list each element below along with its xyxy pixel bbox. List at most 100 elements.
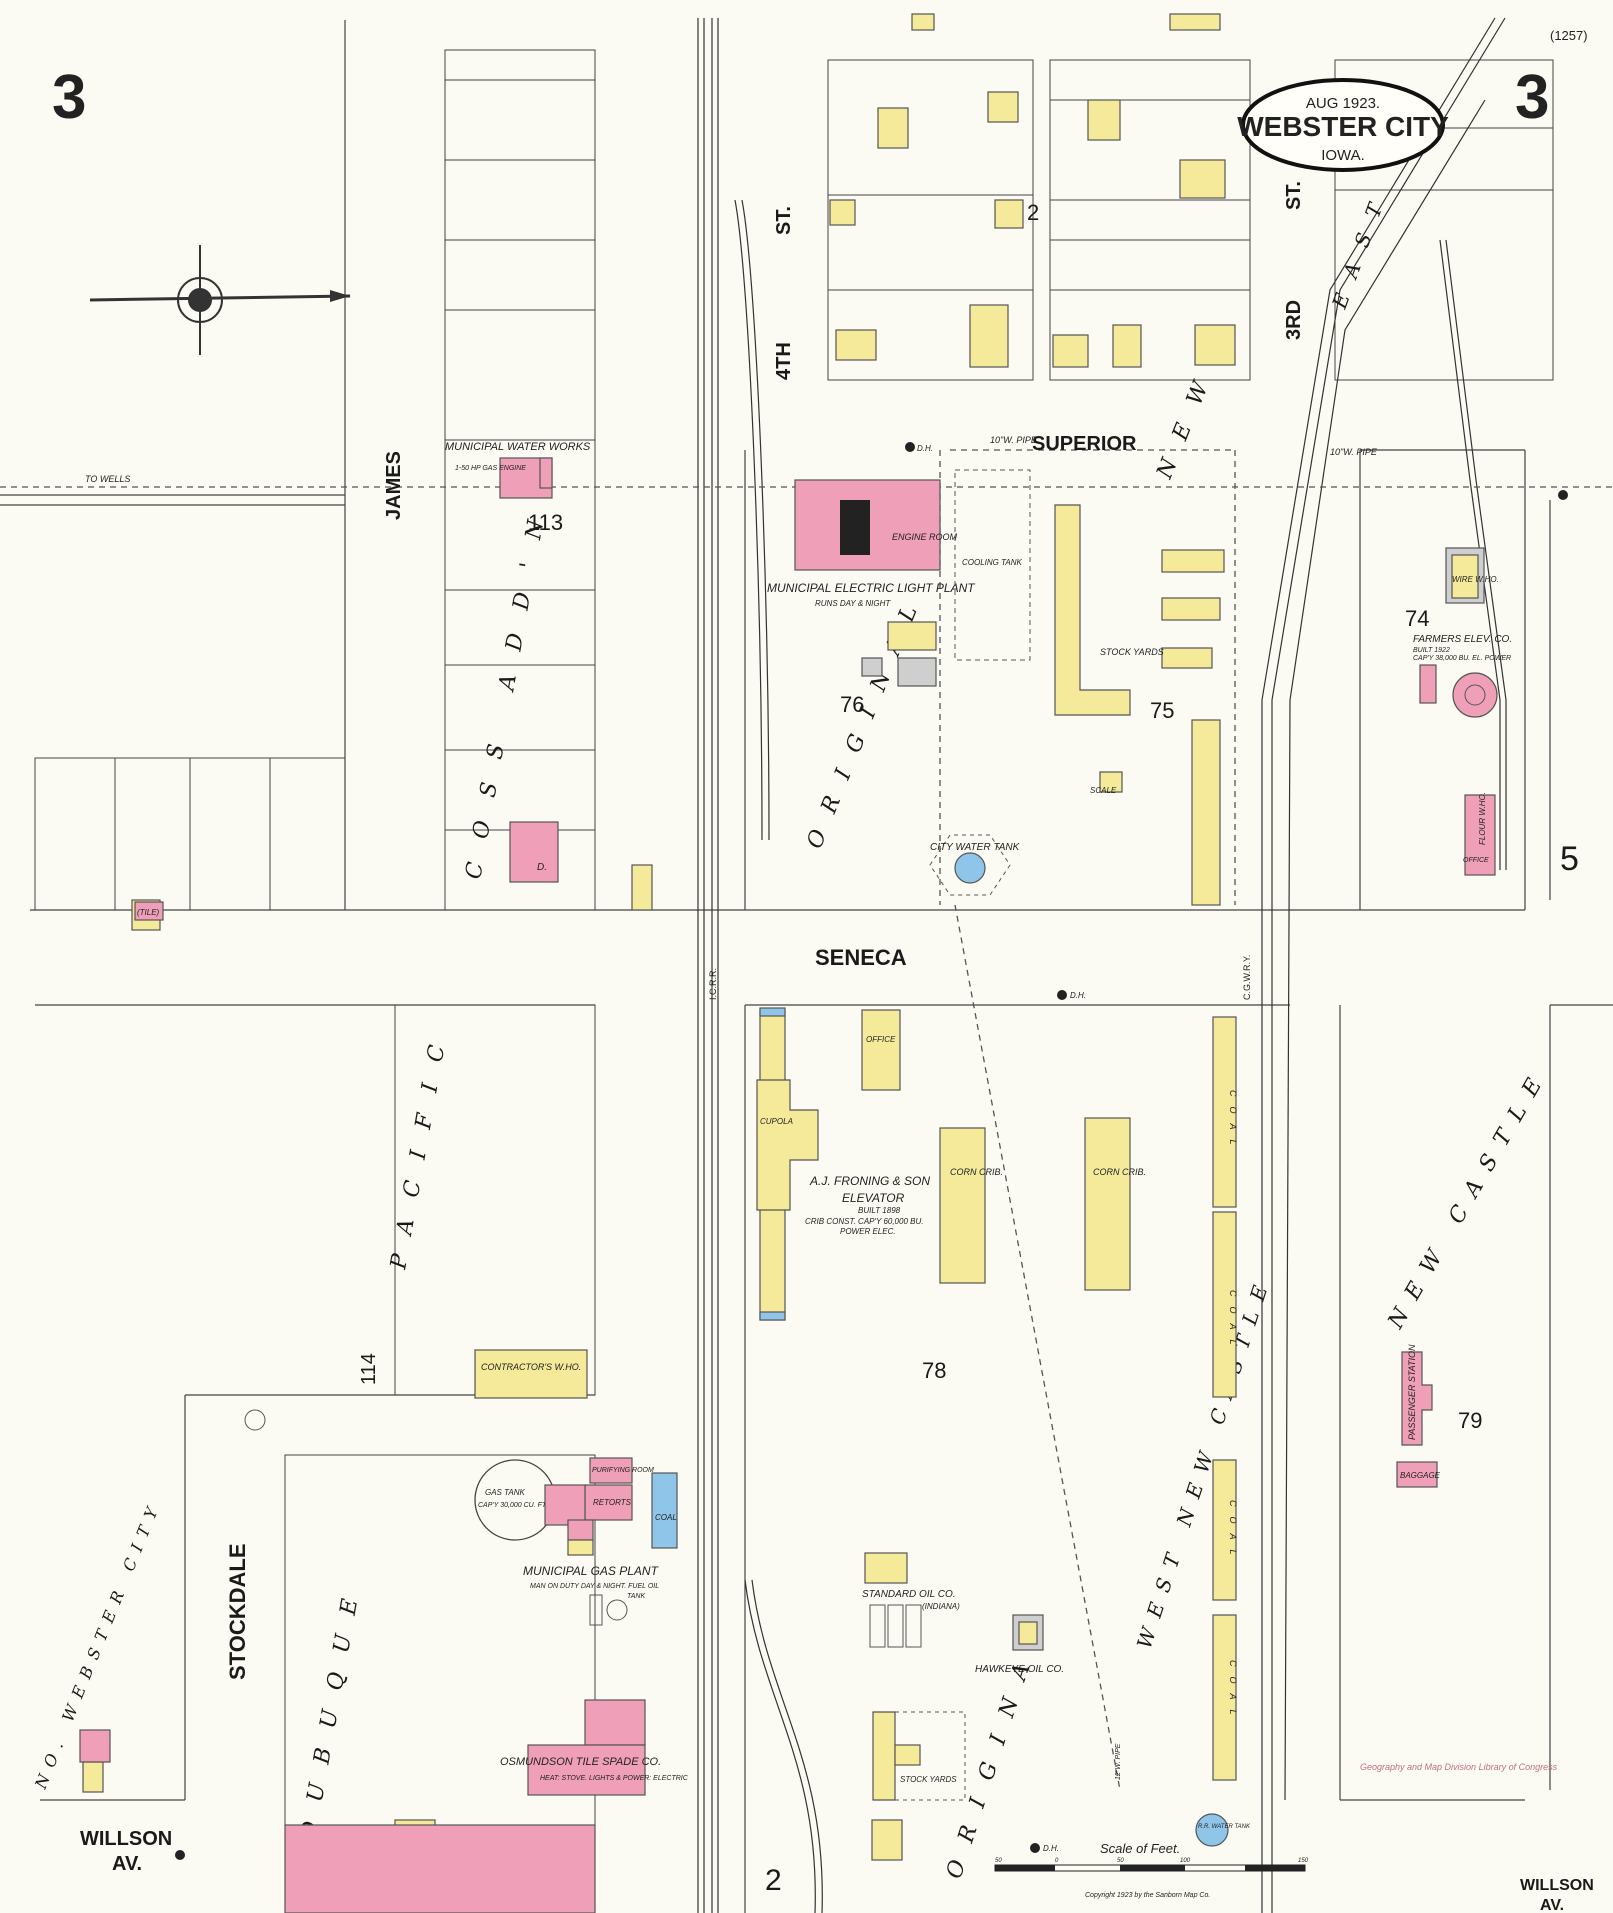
james-street-label: JAMES xyxy=(383,451,405,520)
coal-label: COAL xyxy=(1228,1290,1238,1355)
farmers-elev-sub: BUILT 1922 xyxy=(1413,647,1450,654)
cartouche-date: AUG 1923. xyxy=(1306,95,1380,112)
hydrant-markers: D.H. D.H. xyxy=(175,990,1086,1860)
block-number: 79 xyxy=(1458,1408,1482,1433)
sheet-number-left: 3 xyxy=(52,63,86,132)
scale-bar: Scale of Feet. 50 0 50 100 150 Copyright… xyxy=(994,1762,1558,1899)
coal-label: COAL xyxy=(1228,1500,1238,1565)
froning-label: A.J. FRONING & SON xyxy=(809,1174,930,1188)
corn-crib-label: CORN CRIB. xyxy=(1093,1167,1146,1177)
city-water-tank: CITY WATER TANK xyxy=(929,834,1021,896)
new-label: NEW xyxy=(1152,358,1222,483)
cupola-label: CUPOLA xyxy=(760,1117,793,1126)
pipe-label: 12"W. PIPE xyxy=(1115,1743,1122,1780)
froning-sub: POWER ELEC. xyxy=(840,1227,896,1236)
willson-street-label-right-suffix: AV. xyxy=(1540,1897,1564,1913)
coal-label: COAL xyxy=(1228,1660,1238,1725)
block-number: 114 xyxy=(358,1353,380,1385)
gas-plant: GAS TANK CAP'Y 30,000 CU. FT. PURIFYING … xyxy=(244,1409,678,1626)
electric-plant-label: MUNICIPAL ELECTRIC LIGHT PLANT xyxy=(767,581,976,595)
dubuque-label: DUBUQUE xyxy=(296,1577,367,1842)
scale-tick: 100 xyxy=(1180,1858,1191,1864)
city-water-tank-label: CITY WATER TANK xyxy=(930,842,1021,853)
farmers-elevator: WIRE W.HO. FARMERS ELEV. CO. BUILT 1922 … xyxy=(1413,490,1568,876)
coal-sheds: COAL COAL COAL COAL xyxy=(1212,1016,1238,1781)
sheet-id: (1257) xyxy=(1550,28,1588,43)
froning-label-2: ELEVATOR xyxy=(842,1191,905,1205)
sheet-number-right: 3 xyxy=(1515,63,1549,132)
block-number: 74 xyxy=(1405,606,1429,631)
gas-tank-label: GAS TANK xyxy=(485,1488,526,1497)
flour-wh-label: FLOUR W.HO. xyxy=(1478,792,1487,845)
library-stamp: Geography and Map Division Library of Co… xyxy=(1360,1762,1558,1772)
icrr-label: I.C.R.R. xyxy=(708,968,718,1000)
seneca-street-label: SENECA xyxy=(815,945,907,970)
office-small-label: OFFICE xyxy=(1463,857,1489,864)
dh-label: D.H. xyxy=(1043,1844,1059,1853)
contractors-label: CONTRACTOR'S W.HO. xyxy=(481,1362,581,1372)
willson-street-label-right: WILLSON xyxy=(1520,1877,1594,1894)
stock-yards-label: STOCK YARDS xyxy=(1100,647,1164,657)
fourth-street-label-b: ST. xyxy=(773,206,795,235)
compass-rose-icon xyxy=(89,245,351,355)
block-number: 75 xyxy=(1150,698,1174,723)
willson-street-label-left-suffix: AV. xyxy=(112,1853,142,1875)
scale-tick: 50 xyxy=(995,1858,1002,1864)
stock-yards-bottom: STOCK YARDS xyxy=(872,1711,966,1801)
coal-label: COAL xyxy=(1228,1090,1238,1155)
cartouche-city: WEBSTER CITY xyxy=(1237,111,1449,142)
gas-plant-sub: MAN ON DUTY DAY & NIGHT. FUEL OIL xyxy=(530,1583,659,1590)
scale-label: Scale of Feet. xyxy=(1100,1841,1180,1856)
standard-oil-label: STANDARD OIL CO. xyxy=(862,1589,956,1600)
tank-label: TANK xyxy=(627,1593,645,1600)
block-number: 5 xyxy=(1560,840,1579,878)
cooling-tank: COOLING TANK xyxy=(954,469,1031,661)
stock-yards-top: STOCK YARDS SCALE xyxy=(1054,504,1225,906)
water-works: MUNICIPAL WATER WORKS 1-50 HP GAS ENGINE… xyxy=(85,435,1378,499)
gas-tank-sub: CAP'Y 30,000 CU. FT. xyxy=(478,1502,547,1509)
contractors-warehouse: CONTRACTOR'S W.HO. xyxy=(474,1349,588,1399)
corn-crib-label: CORN CRIB. xyxy=(950,1167,1003,1177)
baggage-label: BAGGAGE xyxy=(1400,1471,1441,1480)
dwellings: D. (TILE) xyxy=(79,13,1236,1861)
passenger-station-label: PASSENGER STATION xyxy=(1407,1344,1417,1440)
scale-label: SCALE xyxy=(1090,786,1117,795)
rr-water-tank-label: R.R. WATER TANK xyxy=(1198,1824,1251,1830)
osmundson-tile: OSMUNDSON TILE SPADE CO. HEAT: STOVE. LI… xyxy=(284,1699,689,1913)
sheet-header: 3 3 (1257) AUG 1923. WEBSTER CITY IOWA. xyxy=(52,28,1588,172)
pacific-label: PACIFIC xyxy=(386,1021,454,1272)
purifying-label: PURIFYING ROOM xyxy=(592,1467,654,1474)
passenger-station: PASSENGER STATION BAGGAGE xyxy=(1396,1344,1441,1488)
water-works-sub: 1-50 HP GAS ENGINE xyxy=(455,465,526,472)
new-castle-label: NEW CASTLE xyxy=(1383,1062,1554,1333)
third-street-label-b: ST. xyxy=(1283,181,1305,210)
block-number: 2 xyxy=(765,1864,782,1897)
osmundson-sub: HEAT: STOVE. LIGHTS & POWER: ELECTRIC xyxy=(540,1775,689,1782)
stock-yards-label: STOCK YARDS xyxy=(900,1775,957,1784)
farmers-elev-sub: CAP'Y 38,000 BU. EL. POWER xyxy=(1413,655,1511,662)
scale-tick: 50 xyxy=(1117,1858,1124,1864)
rr-water-tank: R.R. WATER TANK 12"W. PIPE xyxy=(1115,1743,1251,1847)
standard-oil-sub: (INDIANA) xyxy=(922,1602,960,1611)
water-works-label: MUNICIPAL WATER WORKS xyxy=(445,441,591,453)
block-number: 113 xyxy=(528,510,563,535)
hawkeye-label: HAWKEYE OIL CO. xyxy=(975,1664,1064,1675)
tile-label: (TILE) xyxy=(137,908,160,917)
block-number: 2 xyxy=(1027,200,1039,225)
oil-companies: STANDARD OIL CO. (INDIANA) HAWKEYE OIL C… xyxy=(862,1552,1064,1675)
retorts-label: RETORTS xyxy=(593,1498,632,1507)
froning-sub: BUILT 1898 xyxy=(858,1206,901,1215)
pipe-label: 10"W. PIPE xyxy=(990,435,1038,445)
block-number: 78 xyxy=(922,1358,946,1383)
west-new-castle-label: WEST NEW CASTLE xyxy=(1132,1271,1276,1651)
froning-elevator: CUPOLA OFFICE A.J. FRONING & SON ELEVATO… xyxy=(756,1007,1146,1321)
cgww-label: C.G.W.R.Y. xyxy=(1242,955,1252,1000)
to-wells-label: TO WELLS xyxy=(85,474,130,484)
scale-tick: 0 xyxy=(1055,1858,1059,1864)
block-number: 76 xyxy=(840,692,864,717)
froning-sub: CRIB CONST. CAP'Y 60,000 BU. xyxy=(805,1217,923,1226)
farmers-elev-label: FARMERS ELEV. CO. xyxy=(1413,634,1512,645)
stockdale-street-label: STOCKDALE xyxy=(225,1544,250,1681)
dh-label: D.H. xyxy=(1070,991,1086,1000)
scale-tick: 150 xyxy=(1298,1858,1309,1864)
